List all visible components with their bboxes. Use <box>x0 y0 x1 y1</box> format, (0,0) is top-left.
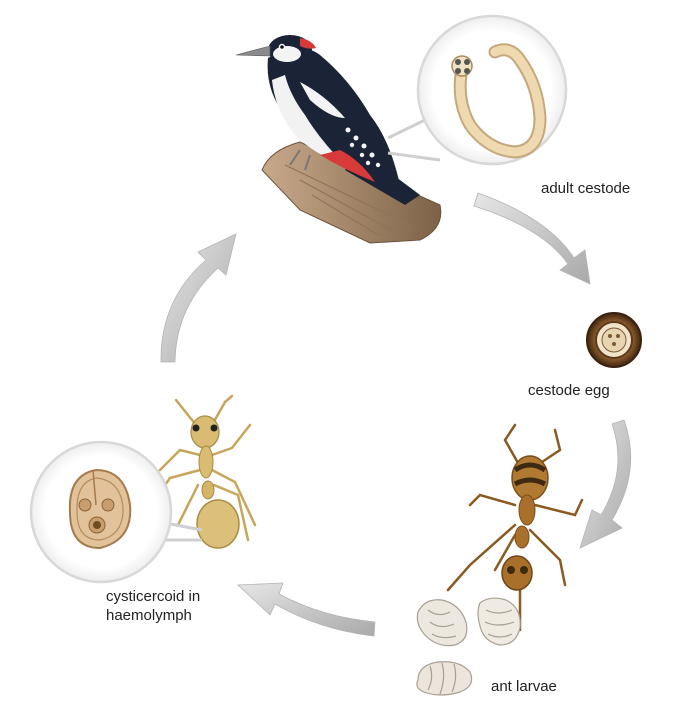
label-cysticercoid-line1: cysticercoid in <box>106 588 201 605</box>
cysticercoid-illustration <box>68 468 132 550</box>
yellow-ant-legs <box>138 394 257 542</box>
woodpecker-illustration <box>235 35 442 244</box>
yellow-ant-body <box>190 415 240 549</box>
brown-ant-body <box>501 455 549 591</box>
label-cysticercoid: cysticercoid in haemolymph <box>106 587 200 625</box>
brown-ant-illustration <box>446 423 584 632</box>
arrow-cysticercoid-to-adult <box>160 233 237 363</box>
cestode-egg-illustration <box>586 312 642 368</box>
arrow-adult-to-egg <box>473 192 591 285</box>
adult-cestode-callout <box>387 14 568 166</box>
ant-larvae-illustration <box>416 597 521 696</box>
label-cysticercoid-line2: haemolymph <box>106 607 192 624</box>
label-cestode-egg: cestode egg <box>528 382 610 399</box>
adult-cestode-illustration <box>451 43 547 159</box>
arrow-egg-to-larvae <box>579 419 632 549</box>
label-ant-larvae: ant larvae <box>491 678 557 695</box>
label-adult-cestode: adult cestode <box>541 180 631 197</box>
arrow-larvae-to-cysticercoid <box>237 582 376 637</box>
